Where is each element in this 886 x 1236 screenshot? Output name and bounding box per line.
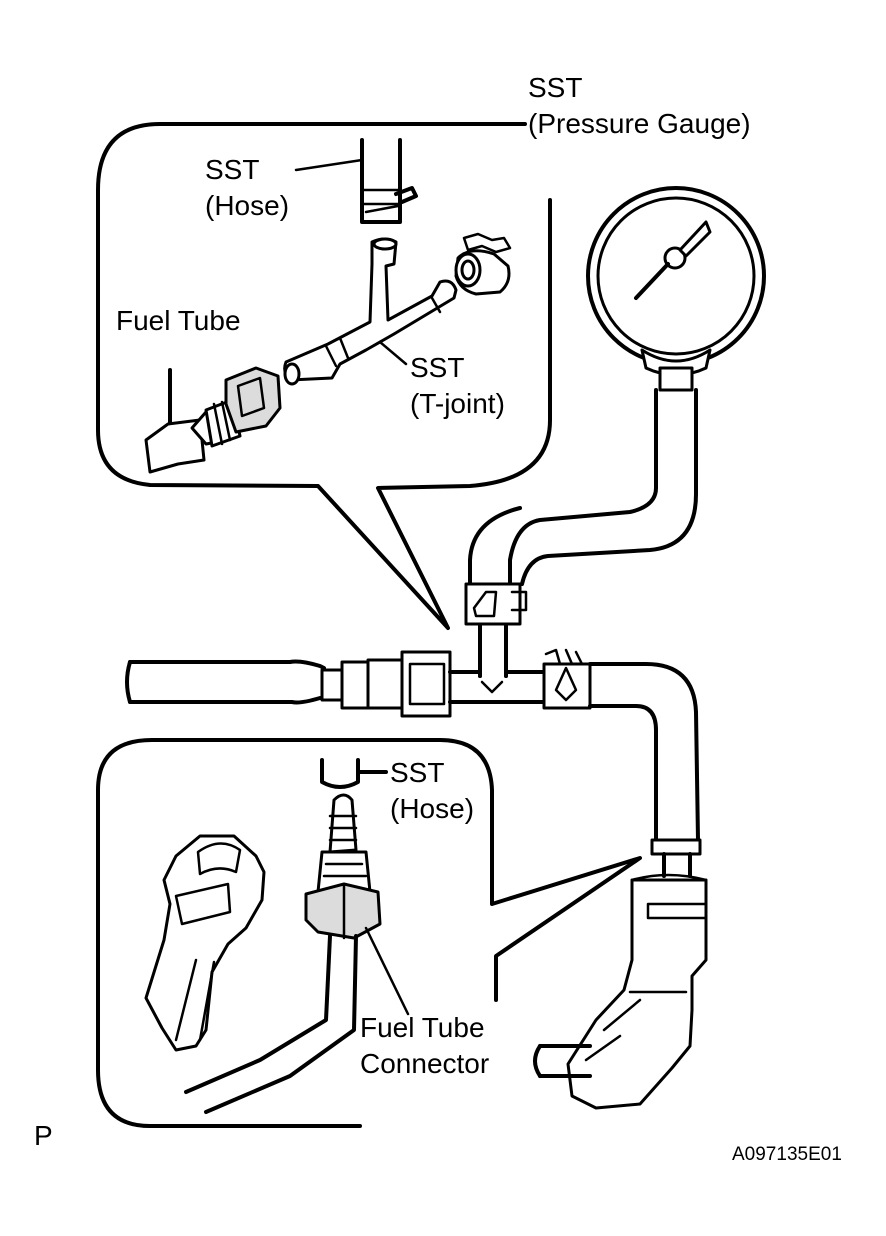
sst-hose-top-detail	[360, 138, 418, 224]
fuel-tube-connector-line2: Connector	[360, 1048, 490, 1079]
sst-hose-top-line2: (Hose)	[205, 190, 290, 221]
retainer-clip-detail	[144, 834, 266, 1052]
fuel-tube-connector-line1: Fuel Tube	[360, 1012, 485, 1043]
sst-pressure-gauge-label: SST (Pressure Gauge)	[528, 70, 751, 142]
gauge-hose	[464, 388, 698, 678]
main-fuel-line	[125, 648, 592, 718]
fuel-tube-label: Fuel Tube	[116, 305, 241, 336]
leader-lines	[294, 158, 410, 1016]
right-hose	[588, 662, 702, 878]
fuel-tube-connector-label: Fuel Tube Connector	[360, 1010, 489, 1082]
sst-hose-bottom-line2: (Hose)	[390, 793, 475, 824]
pressure-gauge	[586, 186, 766, 392]
sst-hose-bottom-label: SST (Hose)	[390, 755, 474, 827]
t-joint-detail	[283, 237, 458, 386]
bottom-callout-bubble	[96, 738, 642, 1128]
fuel-tube-connector-detail	[184, 793, 382, 1114]
figure-code: A097135E01	[732, 1144, 842, 1165]
top-callout-bubble	[96, 122, 552, 630]
sst-hose-top-line1: SST	[205, 154, 260, 185]
sst-tjoint-line2: (T-joint)	[410, 388, 505, 419]
page-marker: P	[34, 1120, 53, 1151]
sst-hose-bottom-detail	[320, 758, 388, 789]
fuel-tube-connector-main	[533, 873, 708, 1110]
hose-clamp-top-detail	[454, 232, 512, 296]
sst-hose-top-label: SST (Hose)	[205, 152, 289, 224]
sst-hose-bottom-line1: SST	[390, 757, 445, 788]
sst-pressure-gauge-line1: SST	[528, 72, 583, 103]
sst-pressure-gauge-line2: (Pressure Gauge)	[528, 108, 751, 139]
sst-tjoint-line1: SST	[410, 352, 465, 383]
sst-tjoint-label: SST (T-joint)	[410, 350, 505, 422]
fuel-tube-top-detail	[144, 366, 282, 474]
